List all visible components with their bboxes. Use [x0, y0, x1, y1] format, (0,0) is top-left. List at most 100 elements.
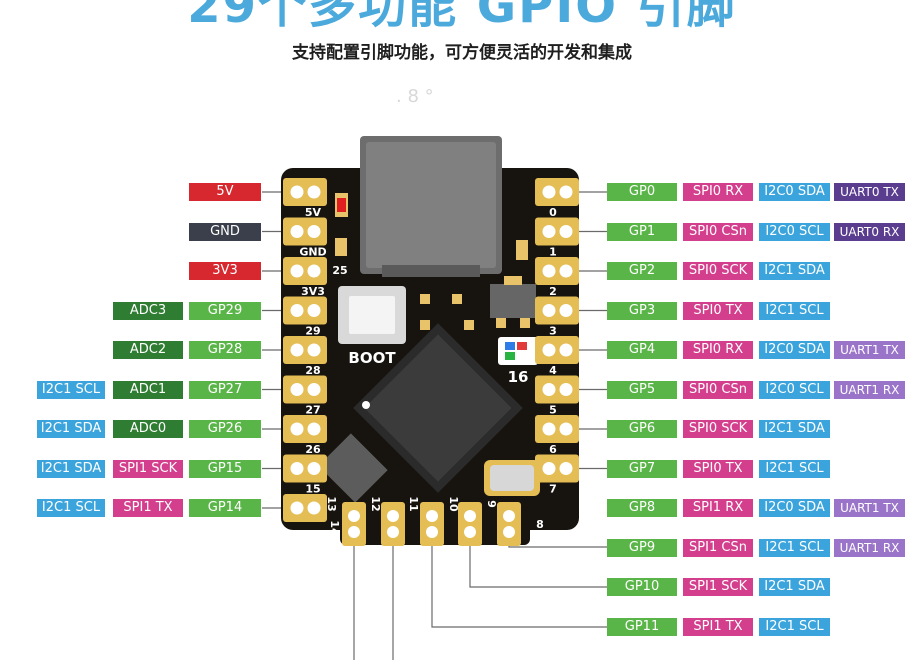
- flash-chip: [318, 433, 388, 503]
- func-label-spi1-sck: SPI1 SCK: [113, 459, 183, 478]
- silk-label: 5V: [305, 206, 322, 219]
- pad-left-5: [283, 375, 327, 404]
- func-label-i2c: I2C0 SCL: [759, 380, 830, 399]
- func-label-spi: SPI1 RX: [683, 499, 753, 517]
- pin-label-gnd: GND: [189, 222, 261, 241]
- pad-bottom-2: [420, 502, 444, 546]
- faint-mark: . 8 °: [396, 86, 434, 107]
- pad-right-7: [535, 454, 579, 483]
- pad-bottom-4: [497, 502, 521, 546]
- pin-label-gp26: GP26: [189, 420, 261, 438]
- connector-lines: [262, 191, 607, 660]
- silk-label: 15: [305, 483, 320, 496]
- silk-label: 3V3: [301, 285, 325, 298]
- func-label-i2c: I2C0 SDA: [759, 183, 830, 201]
- pin-label-3v3: 3V3: [189, 262, 261, 280]
- pad-bottom-3: [458, 502, 482, 546]
- pad-right-3: [535, 296, 579, 325]
- silk-label: 7: [549, 483, 557, 496]
- pad-left-4: [283, 336, 327, 364]
- func-label-uart: UART1 TX: [834, 499, 905, 517]
- func-label-spi: SPI0 CSn: [683, 380, 753, 399]
- pin-label-gp8: GP8: [607, 499, 677, 517]
- pad-right-5: [535, 375, 579, 404]
- func-label-spi: SPI0 TX: [683, 459, 753, 478]
- func-label-spi: SPI0 RX: [683, 183, 753, 201]
- silk-label: 25: [332, 264, 347, 277]
- pin-label-gp9: GP9: [607, 538, 677, 557]
- smd-res: [516, 240, 528, 260]
- silk-label: 27: [305, 404, 320, 417]
- func-label-spi: SPI0 SCK: [683, 262, 753, 280]
- silk-label: 4: [549, 364, 557, 377]
- pad-left-8: [283, 494, 327, 522]
- pin-label-gp7: GP7: [607, 459, 677, 478]
- page-title: 29个多功能 GPIO 引脚: [187, 0, 737, 34]
- pad-right-0: [535, 178, 579, 206]
- func-label-i2c: I2C1 SCL: [759, 538, 830, 557]
- connector-line: [431, 546, 607, 628]
- silk-label: 0: [549, 206, 557, 219]
- func-label-uart: UART0 RX: [834, 222, 905, 241]
- func-label-spi: SPI1 SCK: [683, 578, 753, 596]
- connector-line: [508, 546, 607, 548]
- silk-label: 13: [325, 496, 338, 511]
- pin-label-gp10: GP10: [607, 578, 677, 596]
- silk-label: 9: [485, 500, 498, 508]
- pad-left-2: [283, 257, 327, 285]
- func-label-adc3: ADC3: [113, 301, 183, 320]
- pad-left-0: [283, 178, 327, 206]
- pad-left-1: [283, 217, 327, 246]
- rgb-led-number: 16: [508, 368, 529, 386]
- func-label-spi: SPI1 TX: [683, 617, 753, 636]
- silk-label: 6: [549, 443, 557, 456]
- func-label-uart: UART0 TX: [834, 183, 905, 201]
- silk-label: 5: [549, 404, 557, 417]
- func-label-spi1-tx: SPI1 TX: [113, 499, 183, 517]
- func-label-adc2: ADC2: [113, 341, 183, 359]
- pin-label-gp27: GP27: [189, 380, 261, 399]
- connector-line: [469, 546, 607, 588]
- pin-label-gp0: GP0: [607, 183, 677, 201]
- pad-bottom-0: [342, 502, 366, 546]
- pin-label-gp14: GP14: [189, 499, 261, 517]
- silk-label: 8: [536, 518, 544, 531]
- pin-label-gp28: GP28: [189, 341, 261, 359]
- pin-label-gp2: GP2: [607, 262, 677, 280]
- func-label-uart: UART1 RX: [834, 380, 905, 399]
- silk-label: 26: [305, 443, 321, 456]
- func-label-adc0: ADC0: [113, 420, 183, 438]
- pad-bottom-1: [381, 502, 405, 546]
- func-label-spi: SPI0 CSn: [683, 222, 753, 241]
- func-label-i2c: I2C1 SDA: [759, 262, 830, 280]
- pad-left-6: [283, 415, 327, 443]
- pin-label-gp1: GP1: [607, 222, 677, 241]
- pin-label-gp5: GP5: [607, 380, 677, 399]
- func-label-i2c1-sda: I2C1 SDA: [37, 459, 105, 478]
- silk-label: 14: [328, 520, 341, 536]
- page-subtitle: 支持配置引脚功能，可方便灵活的开发和集成: [292, 43, 632, 63]
- func-label-i2c: I2C0 SDA: [759, 341, 830, 359]
- silk-label: 2: [549, 285, 557, 298]
- pin-label-gp4: GP4: [607, 341, 677, 359]
- smd-cap: [335, 238, 347, 256]
- voltage-regulator: [490, 284, 536, 318]
- silk-label: 11: [407, 496, 420, 511]
- func-label-spi: SPI0 SCK: [683, 420, 753, 438]
- func-label-i2c: I2C1 SCL: [759, 617, 830, 636]
- func-label-i2c: I2C0 SCL: [759, 222, 830, 241]
- func-label-i2c1-scl: I2C1 SCL: [37, 499, 105, 517]
- pad-right-4: [535, 336, 579, 364]
- func-label-i2c: I2C1 SCL: [759, 301, 830, 320]
- func-label-adc1: ADC1: [113, 380, 183, 399]
- pad-right-2: [535, 257, 579, 285]
- pin-label-gp11: GP11: [607, 617, 677, 636]
- pad-left-7: [283, 454, 327, 483]
- func-label-spi: SPI1 CSn: [683, 538, 753, 557]
- pad-left-3: [283, 296, 327, 325]
- silk-label: 10: [447, 496, 460, 512]
- func-label-i2c: I2C1 SDA: [759, 420, 830, 438]
- boot-label: BOOT: [348, 349, 396, 367]
